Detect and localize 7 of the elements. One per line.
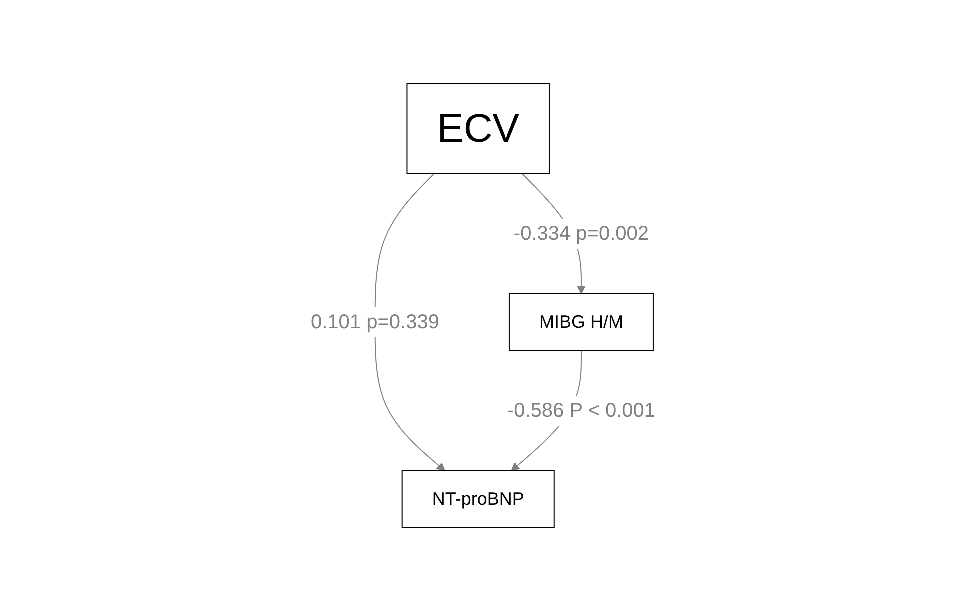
edge-label: -0.586 P < 0.001 <box>507 400 656 422</box>
node-box: ECV <box>406 83 550 174</box>
arrow <box>374 173 446 471</box>
node-box: NT-proBNP <box>402 470 555 528</box>
edge-label: -0.334 p=0.002 <box>514 222 649 244</box>
edge-label: 0.101 p=0.339 <box>310 311 440 333</box>
node-box: MIBG H/M <box>508 293 654 351</box>
